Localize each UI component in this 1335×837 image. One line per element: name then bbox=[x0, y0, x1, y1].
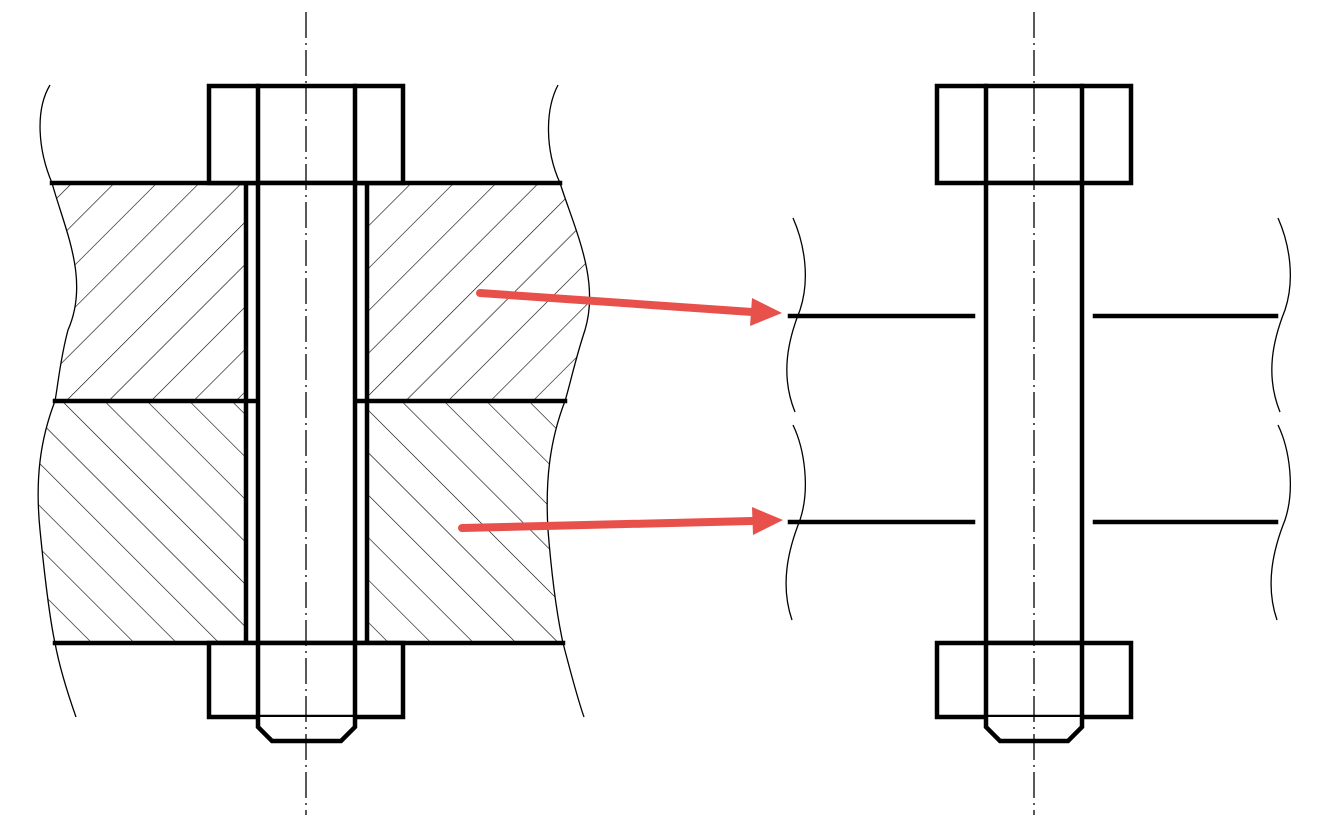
arrow-upper bbox=[476, 289, 782, 326]
outline-view bbox=[785, 12, 1291, 815]
correspondence-arrows bbox=[458, 289, 783, 535]
outline-break-right-upper bbox=[1271, 217, 1291, 413]
outline-break-right-lower bbox=[1270, 424, 1291, 621]
lower-plate-hatching bbox=[38, 401, 565, 643]
outline-break-left-upper bbox=[786, 217, 806, 413]
section-view bbox=[37, 12, 591, 815]
arrow-lower bbox=[458, 507, 783, 535]
